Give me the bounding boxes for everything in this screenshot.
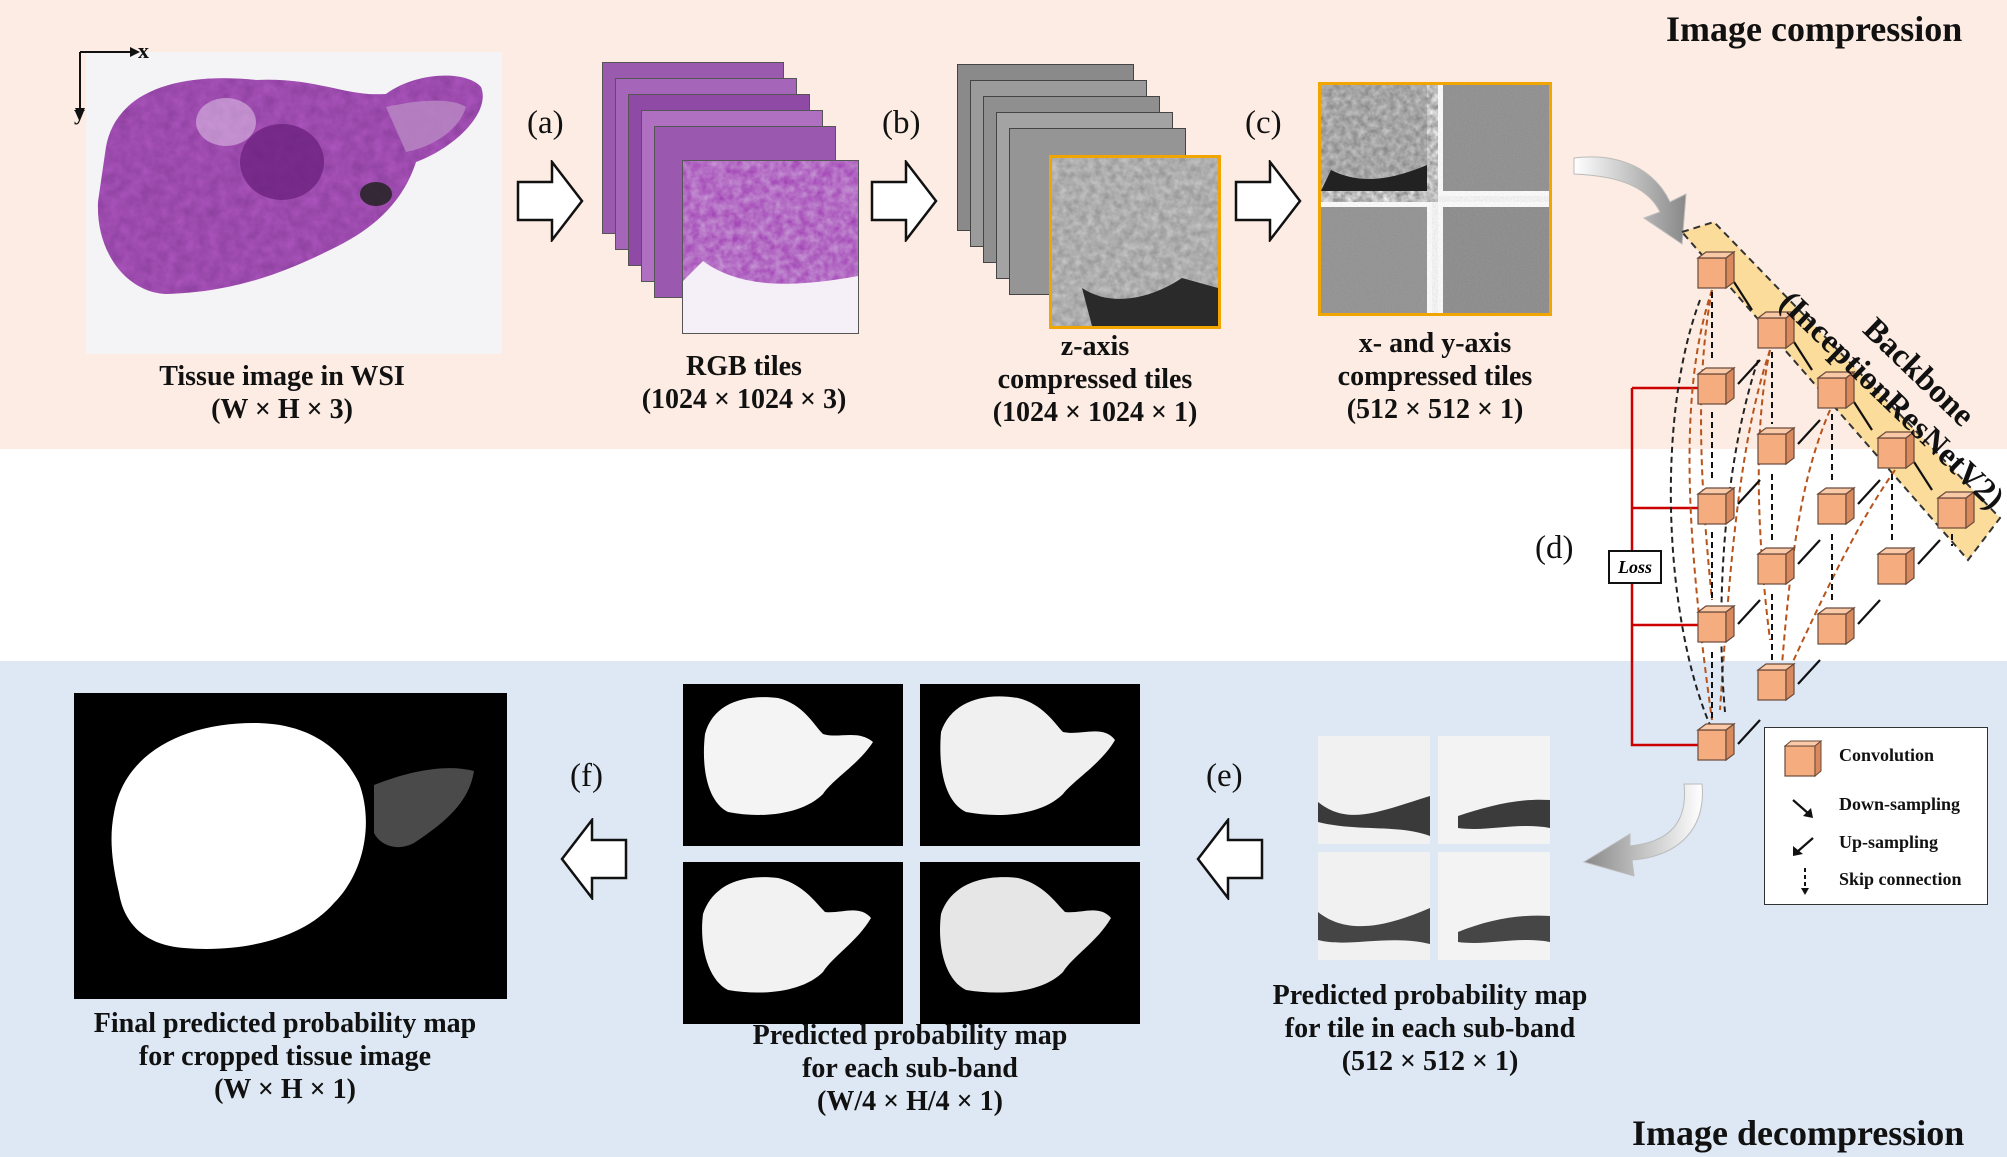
step-label-f: (f) <box>570 758 603 794</box>
convolution-legend-icon <box>1783 740 1823 778</box>
conv-block <box>1756 426 1796 466</box>
conv-block <box>1876 430 1916 470</box>
conv-block <box>1816 370 1856 410</box>
subband-map <box>920 862 1140 1024</box>
conv-block <box>1756 662 1796 702</box>
section-title-decompression: Image decompression <box>1632 1113 1965 1153</box>
subband-map <box>683 862 903 1024</box>
legend-convolution-label: Convolution <box>1839 745 1935 765</box>
caption-rgb: RGB tiles(1024 × 1024 × 3) <box>641 351 847 415</box>
conv-block <box>1696 366 1736 406</box>
conv-block <box>1816 606 1856 646</box>
xy-subband-tiles <box>1318 82 1552 316</box>
down-sampling-arrows <box>1733 281 1933 491</box>
conv-block <box>1936 490 1976 530</box>
y-axis-label: y <box>74 100 85 125</box>
conv-block <box>1756 546 1796 586</box>
subband-map <box>683 684 903 846</box>
curved-arrow-icon <box>1573 156 1687 245</box>
x-axis-label: x <box>138 38 149 63</box>
rgb-tile-front <box>682 160 859 334</box>
tile-probability-maps <box>1318 736 1550 960</box>
axes-indicator <box>75 47 140 118</box>
conv-block <box>1696 486 1736 526</box>
skip-curves <box>1688 289 1896 721</box>
right-arrow-icon <box>516 160 584 242</box>
conv-block <box>1756 310 1796 350</box>
up-sampling-arrows <box>1737 359 1941 745</box>
legend-down-sampling-label: Down-sampling <box>1839 794 1961 814</box>
left-arrow-icon <box>1196 818 1264 900</box>
wsi-tissue-image <box>86 52 502 354</box>
skip-connection-legend-icon <box>1801 868 1809 895</box>
legend-box: Convolution Down-sampling Up-sampling Sk… <box>1764 727 1988 905</box>
legend-up-sampling-label: Up-sampling <box>1839 832 1939 852</box>
right-arrow-icon <box>1234 160 1302 242</box>
subband-map <box>920 684 1140 846</box>
right-arrow-icon <box>870 160 938 242</box>
step-label-c: (c) <box>1245 105 1282 141</box>
curved-arrow-icon <box>1582 783 1703 877</box>
conv-blocks <box>1696 250 1976 762</box>
conv-block <box>1696 250 1736 290</box>
up-sampling-legend-icon <box>1793 837 1814 856</box>
subband-probability-maps <box>683 684 1140 1024</box>
loss-connections <box>1612 386 1698 747</box>
conv-block <box>1816 486 1856 526</box>
left-arrow-icon <box>560 818 628 900</box>
step-label-d: (d) <box>1535 530 1574 566</box>
step-label-b: (b) <box>882 105 921 141</box>
step-label-a: (a) <box>527 105 564 141</box>
conv-block <box>1696 604 1736 644</box>
legend-skip-connection-label: Skip connection <box>1839 869 1962 889</box>
loss-box: Loss <box>1608 550 1662 584</box>
step-label-e: (e) <box>1206 758 1243 794</box>
down-sampling-legend-icon <box>1792 799 1813 818</box>
vertical-skips <box>1711 292 1953 720</box>
dense-skip-curves <box>1669 299 1759 726</box>
conv-block <box>1876 546 1916 586</box>
caption-wsi: Tissue image in WSI(W × H × 3) <box>159 361 405 425</box>
final-probability-map <box>74 693 507 999</box>
z-tile-front <box>1049 155 1221 329</box>
conv-block <box>1696 722 1736 762</box>
section-title-compression: Image compression <box>1666 9 1963 49</box>
